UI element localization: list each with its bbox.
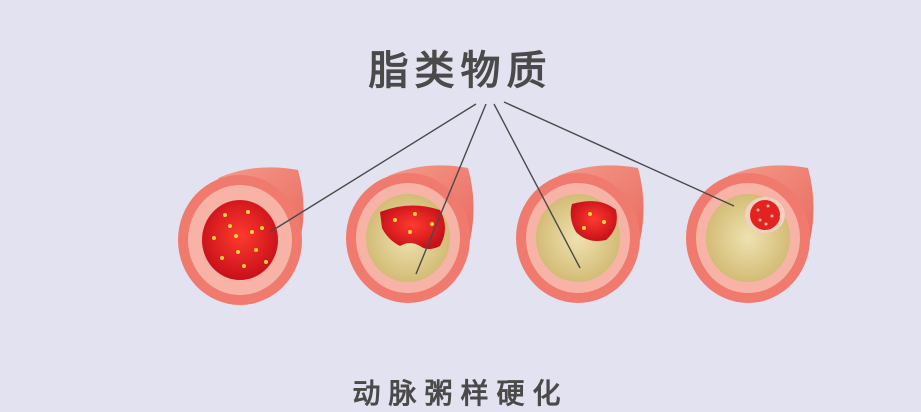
leader-line-4 — [503, 101, 735, 207]
blood-lumen-narrowed — [570, 201, 617, 241]
artery-stage-4 — [686, 165, 814, 303]
artery-stage-1 — [178, 167, 304, 305]
blood-clot — [750, 200, 780, 230]
artery-stage-2 — [346, 165, 474, 303]
title-fatty-substances: 脂类物质 — [368, 47, 553, 94]
artery-diagram — [178, 101, 814, 305]
leader-line-2 — [415, 103, 487, 275]
leader-lines — [269, 101, 735, 275]
leader-line-3 — [493, 103, 581, 269]
blood-lumen-narrowed — [380, 205, 445, 249]
fat-particles — [212, 210, 268, 268]
artery-stage-3 — [516, 165, 644, 303]
caption-atherosclerosis: 动脉粥样硬化 — [352, 377, 569, 410]
leader-line-1 — [269, 103, 477, 233]
fat-particles — [393, 212, 434, 234]
blood-lumen — [202, 200, 278, 280]
clot-texture — [756, 204, 774, 226]
fat-particles — [582, 212, 606, 230]
